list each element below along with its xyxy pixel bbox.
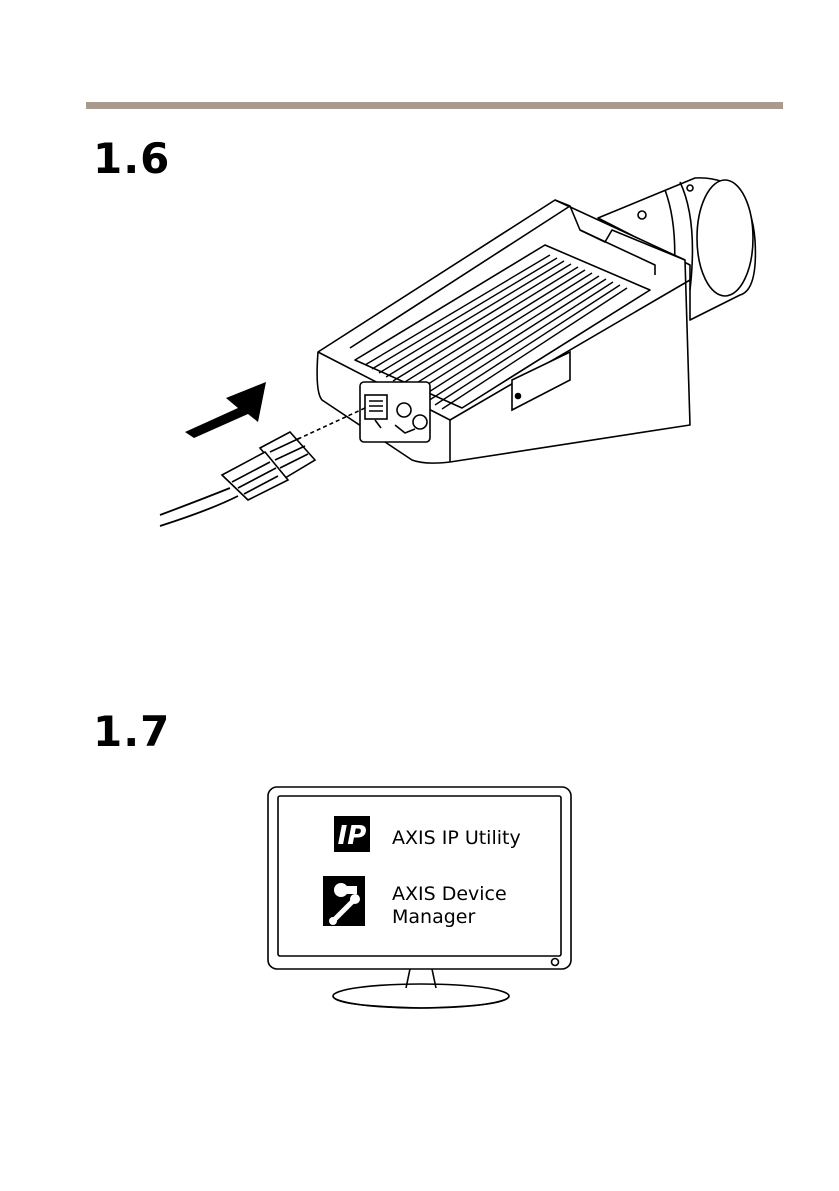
header-rule xyxy=(86,102,783,109)
device-manager-label-line2[interactable]: Manager xyxy=(392,906,475,928)
insert-arrow xyxy=(185,382,266,438)
power-button xyxy=(552,959,559,966)
network-cable xyxy=(160,488,230,515)
monitor-illustration: IP AXIS IP Utility AXIS Device Manager xyxy=(262,782,578,1014)
monitor-frame xyxy=(268,787,571,969)
monitor-stand xyxy=(406,969,436,988)
section-number-1-7: 1.7 xyxy=(93,711,170,753)
monitor-screen xyxy=(278,796,561,956)
device-manager-icon[interactable] xyxy=(323,876,365,926)
svg-text:IP: IP xyxy=(338,821,367,851)
ethernet-port xyxy=(365,395,387,419)
ip-utility-icon[interactable]: IP xyxy=(334,816,370,852)
device-manager-label-line1[interactable]: AXIS Device xyxy=(392,883,507,905)
camera-network-cable-illustration xyxy=(150,170,770,540)
ip-utility-label[interactable]: AXIS IP Utility xyxy=(392,827,521,849)
